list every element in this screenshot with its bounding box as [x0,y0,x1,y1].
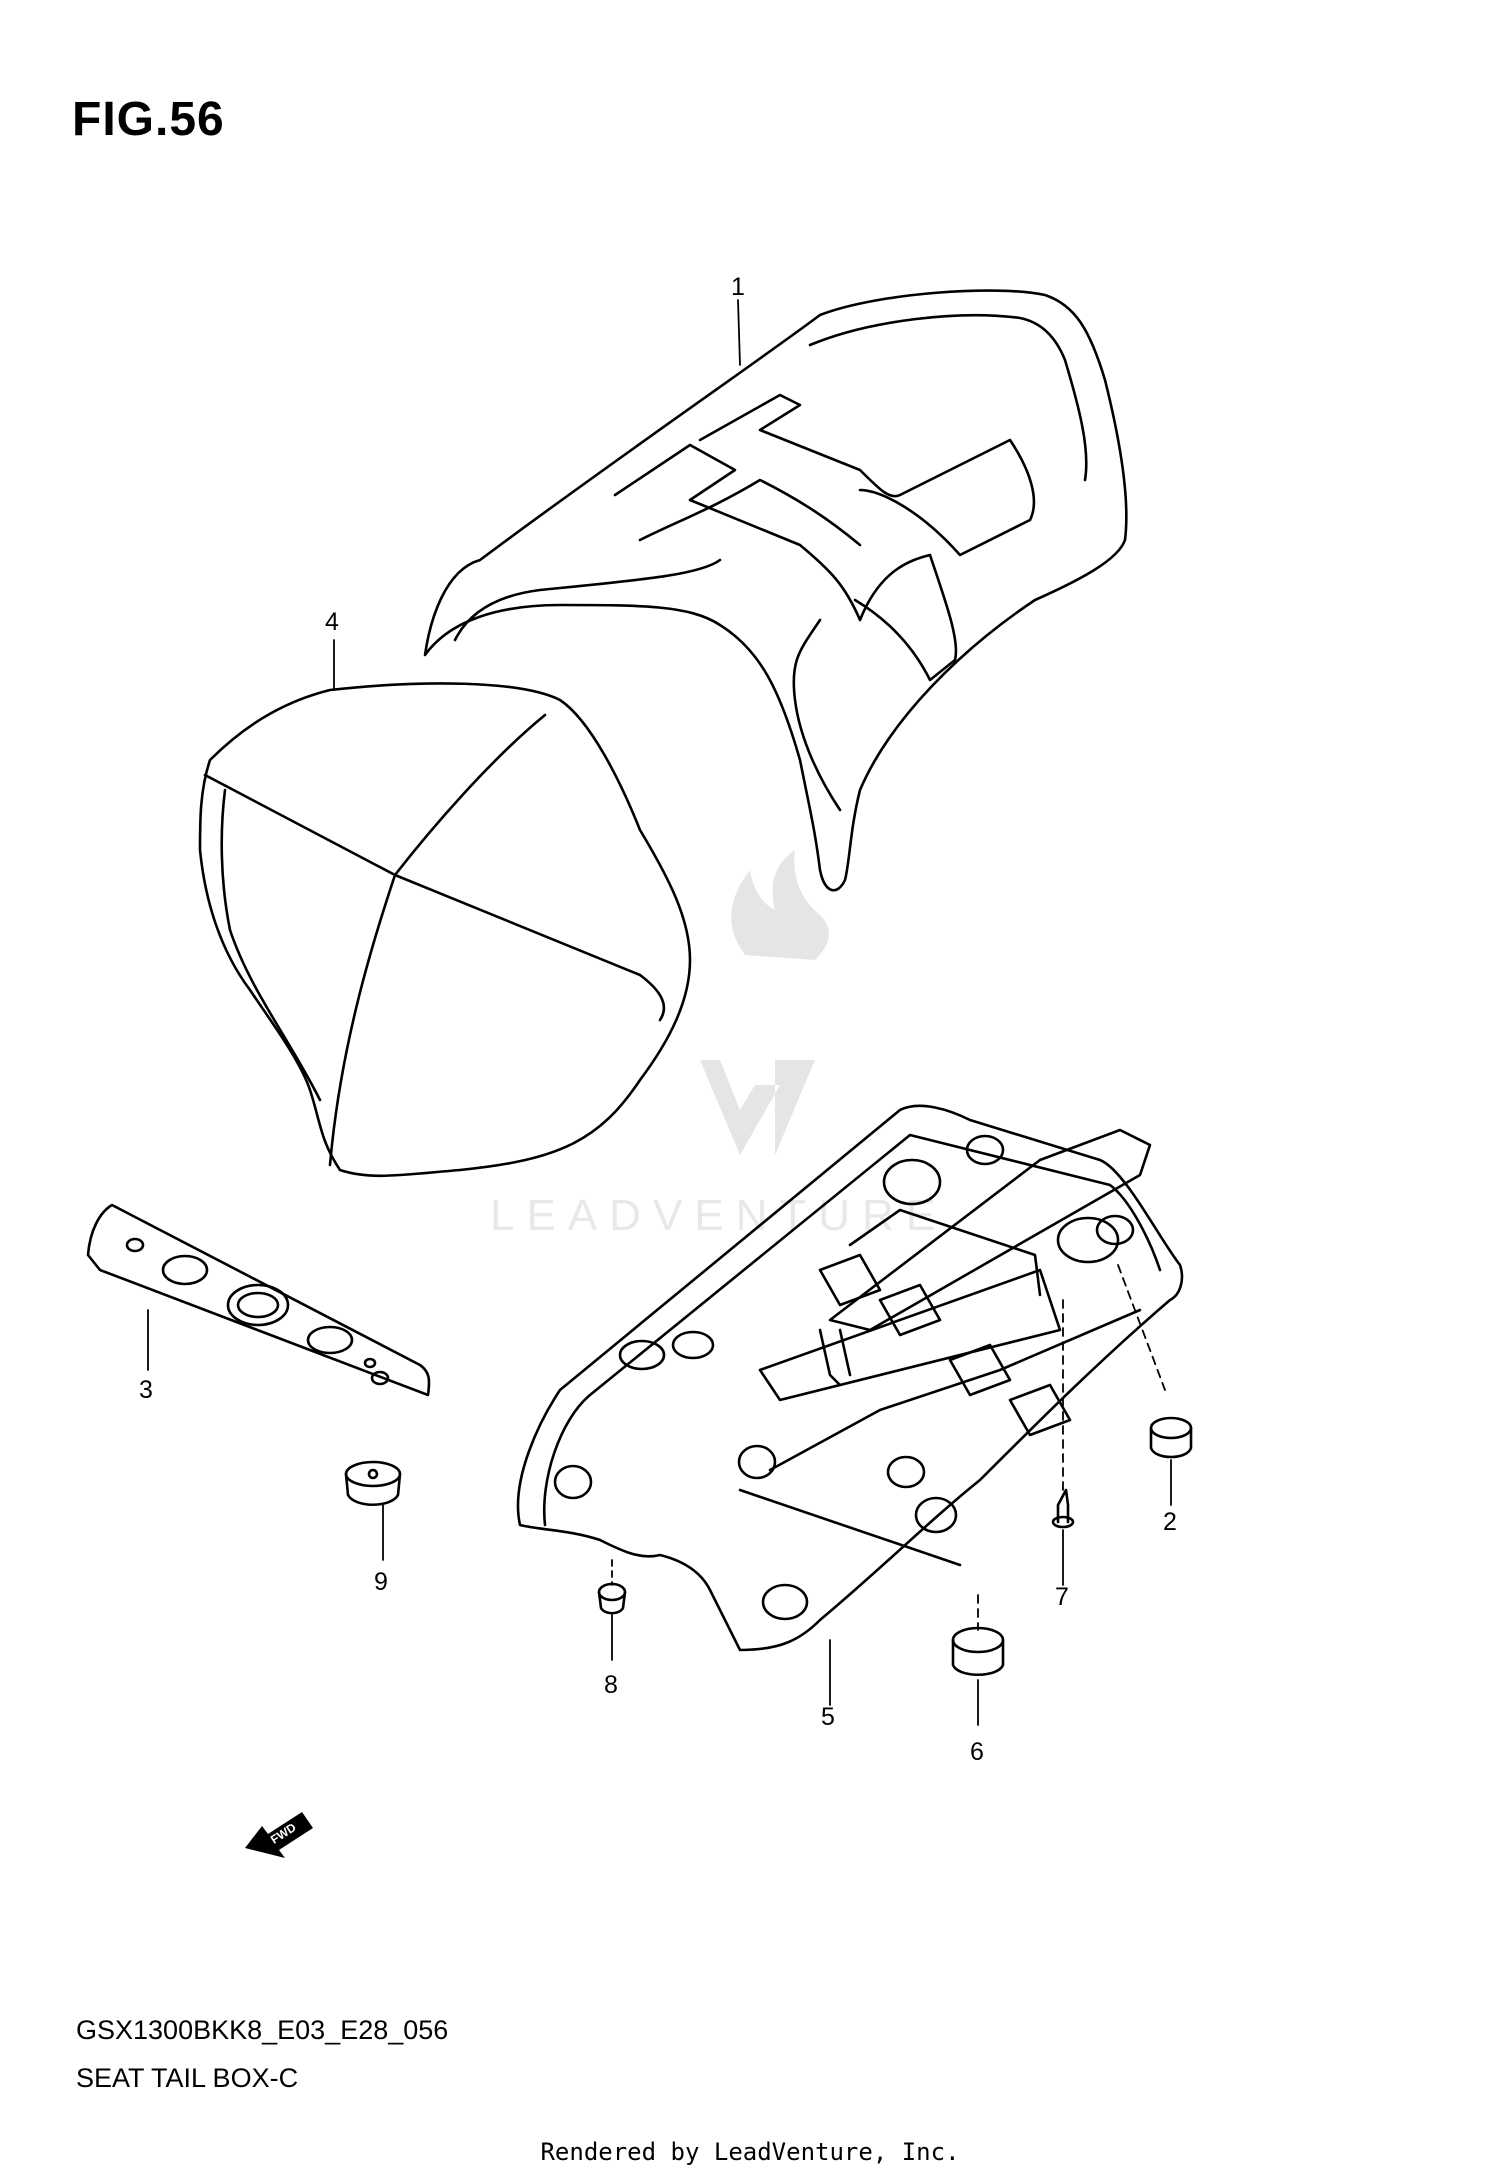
bracket-part-3 [86,1203,431,1397]
seat-tail-box-part-1 [423,289,1128,892]
callout-8: 8 [604,1671,618,1699]
callout-1: 1 [731,273,745,301]
nut-part-8 [597,1582,627,1615]
grommet-part-9 [344,1460,402,1506]
section-name: SEAT TAIL BOX-C [76,2063,299,2093]
watermark: LEADVENTURE [490,850,947,1240]
leader-lines [147,299,1172,1726]
figure-title: FIG.56 [72,93,225,146]
seat-pad-part-4 [198,682,692,1178]
callout-7: 7 [1055,1583,1069,1611]
screw-part-7 [1051,1488,1075,1529]
cushion-part-2 [1149,1416,1193,1459]
callout-2: 2 [1163,1508,1177,1536]
model-code: GSX1300BKK8_E03_E28_056 [76,2015,449,2045]
watermark-text: LEADVENTURE [490,1191,947,1240]
callout-5: 5 [821,1703,835,1731]
damper-part-6 [951,1626,1005,1676]
callout-6: 6 [970,1738,984,1766]
callout-9: 9 [374,1568,388,1596]
callout-4: 4 [325,608,339,636]
callout-3: 3 [139,1376,153,1404]
base-plate-part-5 [516,1104,1184,1652]
fwd-arrow-icon: FWD [245,1812,313,1858]
render-credit: Rendered by LeadVenture, Inc. [540,2138,960,2166]
callout-labels: 1 2 3 4 5 6 7 8 9 [139,273,1177,1766]
